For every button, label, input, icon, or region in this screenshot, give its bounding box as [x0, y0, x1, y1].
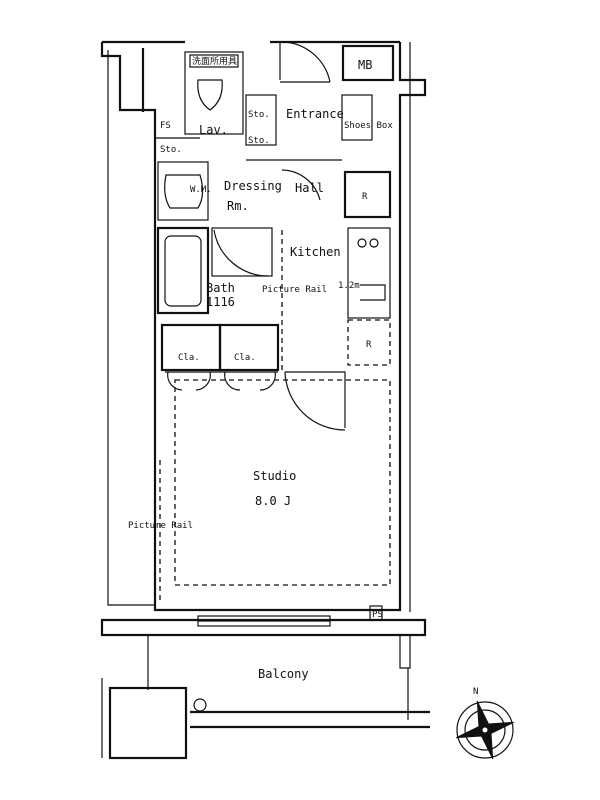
studio-label: Studio	[253, 469, 296, 483]
cla-left-label: Cla.	[178, 353, 200, 363]
studio: Studio 8.0 J Picture Rail PS	[128, 379, 391, 621]
studio-door	[284, 371, 346, 431]
lav-label: Lav.	[199, 123, 228, 137]
fs-label: FS	[160, 121, 171, 131]
shoes-box-label: Shoes Box	[344, 121, 393, 131]
ps-label: PS	[372, 610, 383, 620]
picture-rail-studio: Picture Rail	[128, 521, 193, 531]
balcony-window	[197, 615, 331, 627]
balcony: Balcony	[101, 667, 309, 760]
sto-entrance-lower-label: Sto.	[248, 136, 270, 146]
mb-label: MB	[358, 58, 372, 72]
outer-walls	[100, 40, 430, 729]
refrigerator: R	[343, 170, 392, 219]
balcony-label: Balcony	[258, 667, 309, 681]
ref-mark: R	[362, 192, 368, 202]
lav-sign: 洗面所用具	[192, 55, 237, 67]
entrance-door	[279, 41, 331, 83]
north-label: N	[473, 687, 478, 697]
bath-label: Bath	[206, 281, 235, 295]
mb-box: MB	[341, 44, 395, 82]
entrance-label: Entrance	[286, 107, 344, 121]
kitchen: Kitchen Picture Rail 1.2m R	[262, 227, 391, 370]
dressing-label: Dressing	[224, 179, 282, 193]
closets: Cla. Cla.	[160, 323, 280, 391]
lavatory-area: 洗面所用具 Lav. Sto. FS	[155, 51, 244, 155]
bath-size: 1116	[206, 295, 235, 309]
kitchen-label: Kitchen	[290, 245, 341, 259]
sto-entrance-label: Sto.	[248, 110, 270, 120]
studio-size: 8.0 J	[255, 494, 291, 508]
hall-label: Hall	[295, 181, 324, 195]
kitchen-dim: 1.2m	[338, 281, 360, 291]
bath: Bath 1116	[156, 226, 273, 315]
north-arrow-icon: N	[455, 687, 515, 760]
entrance-area: Sto. Sto. Entrance Shoes Box	[245, 94, 393, 161]
r-mark: R	[366, 340, 372, 350]
picture-rail-hall: Picture Rail	[262, 285, 327, 295]
dressing-room: W.M. Dressing Rm. Hall	[157, 161, 324, 221]
cla-right-label: Cla.	[234, 353, 256, 363]
washer-label: W.M.	[190, 185, 212, 195]
sto-left-label: Sto.	[160, 145, 182, 155]
dressing-rm-label: Rm.	[227, 199, 249, 213]
